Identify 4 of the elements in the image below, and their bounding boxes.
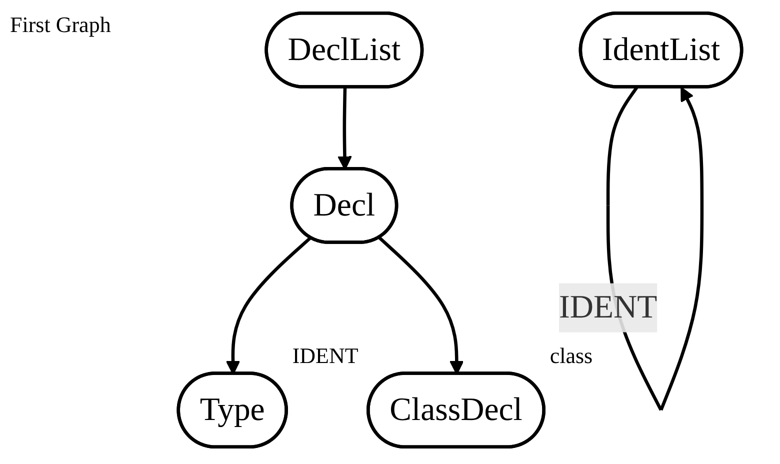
node-annotation: IDENT bbox=[292, 343, 358, 370]
graph-title: First Graph bbox=[10, 12, 111, 38]
edge-label: IDENT bbox=[558, 290, 658, 326]
node-annotation: class bbox=[550, 343, 593, 370]
